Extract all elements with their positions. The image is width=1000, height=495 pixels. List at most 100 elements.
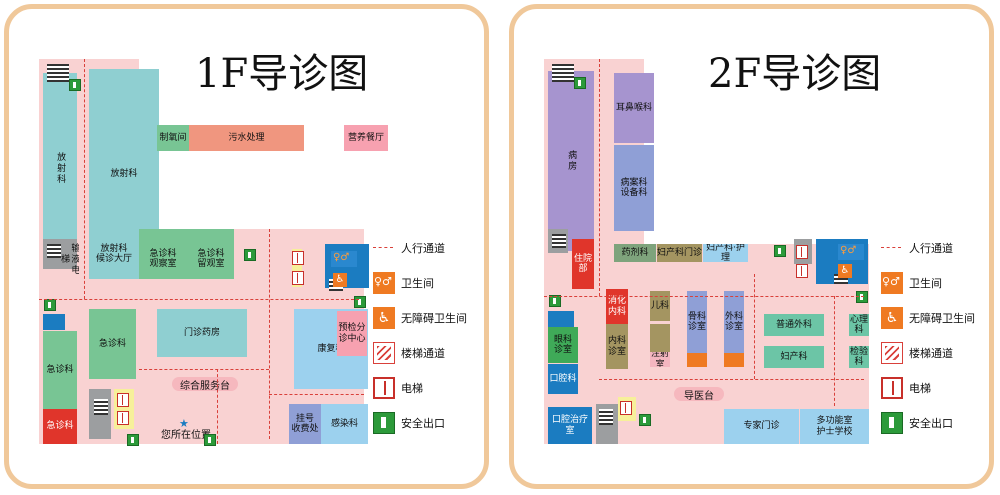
elevator-icon — [881, 376, 903, 399]
exit-icon — [204, 434, 216, 446]
walkway-path-icon — [373, 246, 393, 248]
room-emergency-rescue: 急诊科 — [43, 409, 77, 444]
room-pharmacy2: 药剂科 — [614, 244, 656, 262]
walkway-path — [754, 274, 755, 379]
legend-item: 电梯 — [373, 370, 483, 405]
room-stomatology: 口腔科 — [548, 364, 578, 394]
service-desk: 综合服务台 — [172, 377, 238, 392]
room-ward-red: 住院部 — [572, 239, 594, 289]
stairs-icon — [47, 244, 61, 258]
room-ent: 耳鼻喉科 — [614, 73, 654, 143]
room-dental-center: 口腔治疗室 — [548, 407, 592, 444]
room-ortho: 骨科 诊室 — [687, 291, 707, 353]
triage-desk: 导医台 — [674, 387, 724, 402]
floor-2-map: 病房 耳鼻喉科 病案科 设备科 住院部 药剂科 妇产科门诊 妇产科·护理 消化内… — [544, 59, 869, 449]
legend-item: ♿无障碍卫生间 — [881, 300, 991, 335]
room-consult1: 消化内科 — [606, 289, 628, 324]
walkway-path — [217, 369, 218, 444]
stairs-icon — [834, 274, 848, 284]
floor-1-panel: 1F导诊图 放射科 放射科 放射科 候诊大厅 急诊科 观察室 急诊科 留观室 输… — [4, 4, 489, 489]
accessible-restroom-icon: ♿ — [333, 273, 347, 287]
legend-item: 安全出口 — [373, 405, 483, 440]
room-cardio: 心理科 — [849, 314, 869, 336]
room-emergency-main: 急诊科 — [43, 331, 77, 409]
walkway-path-icon — [881, 246, 901, 248]
legend-item: ♿无障碍卫生间 — [373, 300, 483, 335]
walkway-path — [834, 296, 835, 406]
legend-2f: 人行通道 卫生间 ♿无障碍卫生间 楼梯通道 电梯 安全出口 — [881, 230, 991, 440]
exit-icon — [774, 245, 786, 257]
walkway-path — [139, 369, 269, 370]
elevator-icon — [292, 251, 304, 265]
room-peds: 儿科 — [650, 291, 670, 321]
elevator-icon — [117, 393, 129, 407]
restroom-icon — [373, 271, 395, 294]
exit-icon — [549, 295, 561, 307]
room-emergency-obs: 急诊科 观察室 — [149, 248, 177, 269]
room-ward: 病房 — [548, 71, 594, 251]
exit-icon — [69, 79, 81, 91]
stairs-icon — [599, 409, 613, 425]
elevator-icon — [620, 401, 632, 415]
restroom-icon — [838, 244, 864, 260]
you-are-here-star-icon: ★ — [179, 417, 189, 430]
walkway-path — [544, 296, 864, 297]
room-small-right: 检验科 — [849, 346, 869, 368]
legend-item: 卫生间 — [881, 265, 991, 300]
walkway-path — [269, 394, 364, 395]
accessible-restroom-icon: ♿ — [373, 306, 395, 329]
room-expert: 专家门诊 — [724, 409, 799, 444]
you-are-here-label: 您所在位置 — [161, 430, 211, 442]
room-surgery: 外科 诊室 — [724, 291, 744, 353]
legend-1f: 人行通道 卫生间 ♿无障碍卫生间 楼梯通道 电梯 安全出口 — [373, 230, 483, 440]
exit-icon — [127, 434, 139, 446]
legend-item: 安全出口 — [881, 405, 991, 440]
stairs-icon — [552, 234, 566, 248]
room-bottom-right: 感染科 — [321, 404, 368, 444]
room-sewage: 污水处理 — [189, 125, 304, 151]
elevator-icon — [796, 245, 808, 259]
room-emergency-mid: 急诊科 — [89, 309, 136, 379]
walkway-path — [599, 379, 864, 380]
walkway-path — [269, 229, 270, 439]
legend-item: 楼梯通道 — [881, 335, 991, 370]
room-obgyn3: 妇产科 — [764, 346, 824, 368]
room-pharmacy: 门诊药房 — [157, 309, 247, 357]
room-obgyn2: 妇产科·护理 — [703, 244, 748, 262]
accessible-restroom-icon: ♿ — [838, 264, 852, 278]
legend-item: 电梯 — [881, 370, 991, 405]
room-injection: 注射室 — [650, 352, 670, 367]
exit-icon — [856, 291, 868, 303]
stairs-icon — [881, 341, 903, 364]
floor-2-title: 2F导诊图 — [708, 51, 882, 97]
legend-item: 楼梯通道 — [373, 335, 483, 370]
restroom-icon — [331, 251, 357, 267]
room-disease-ctrl: 预检分诊中心 — [337, 311, 367, 356]
floor-1-title: 1F导诊图 — [195, 51, 369, 97]
walkway-path — [39, 299, 359, 300]
walkway-path — [599, 59, 600, 296]
room-general: 普通外科 — [764, 314, 824, 336]
stairs-icon — [47, 64, 69, 82]
room-ophth: 眼科 诊室 — [548, 327, 578, 363]
exit-icon — [881, 411, 903, 434]
elevator-icon — [373, 376, 395, 399]
legend-item: 人行通道 — [373, 230, 483, 265]
room-makeup: 制氧间 — [157, 125, 189, 151]
exit-icon — [574, 77, 586, 89]
room-radiology-hall: 放射科 候诊大厅 — [89, 229, 139, 279]
room-pre-exam: 多功能室 护士学校 — [800, 409, 869, 444]
stairs-icon — [373, 341, 395, 364]
exit-icon — [639, 414, 651, 426]
stairs-icon — [552, 64, 574, 82]
restroom-icon — [881, 271, 903, 294]
room-radiology-v: 放射科 — [43, 73, 77, 263]
room-disease-eq: 病案科 设备科 — [614, 145, 654, 231]
exit-icon — [44, 299, 56, 311]
accessible-restroom-icon: ♿ — [881, 306, 903, 329]
room-obgyn: 妇产科门诊 — [657, 244, 702, 262]
room-consult2: 内科 诊室 — [606, 324, 628, 369]
room-restaurant: 营养餐厅 — [344, 125, 388, 151]
floor-2-panel: 2F导诊图 病房 耳鼻喉科 病案科 设备科 住院部 药剂科 妇产科门诊 妇产科·… — [509, 4, 994, 489]
exit-icon — [373, 411, 395, 434]
